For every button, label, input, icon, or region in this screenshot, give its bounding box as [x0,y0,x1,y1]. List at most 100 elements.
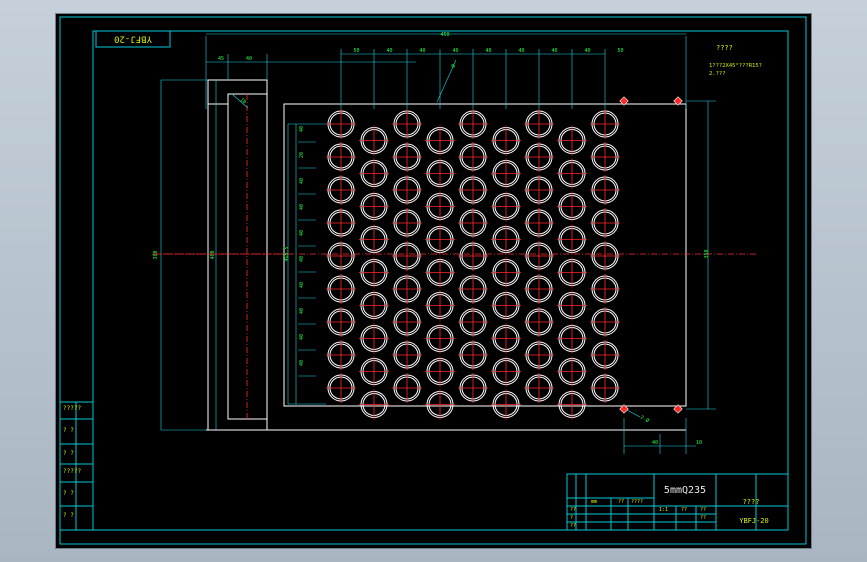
hole [524,241,554,271]
title-block: 5mmQ235 ???? YBFJ-20 mm ?? ???? ?? ? ?? … [566,473,789,531]
hole [590,274,620,304]
hole [326,307,356,337]
hole [359,125,389,156]
hole [425,191,455,222]
drawing-code: YBFJ-20 [739,517,769,525]
hole [392,241,422,271]
hole [557,158,587,189]
stamp-box [95,30,171,48]
hole [491,191,521,222]
hole [524,208,554,238]
dim-height-center: 4G5.5 [284,246,290,261]
hole [491,290,521,321]
vertical-pitch-label: 40 [299,360,305,366]
sidebar-label: ? ? [63,427,74,434]
hole [458,142,488,172]
hole [524,175,554,205]
pitch-label: 40 [552,48,558,54]
hole [458,208,488,238]
hole [326,175,356,205]
title-cell: ? [570,515,573,521]
vertical-pitch-label: 40 [299,308,305,314]
tech-req-line2: 2.??? [709,71,726,77]
hole [590,307,620,337]
sidebar-label: ????? [63,405,81,412]
tech-req-title: ???? [716,44,733,52]
pitch-label: 50 [618,48,624,54]
pitch-label: 40 [486,48,492,54]
hole [425,158,455,189]
hole [425,224,455,255]
hole [425,257,455,288]
hole [557,323,587,354]
sidebar-label: ? ? [63,490,74,497]
hole [425,290,455,321]
dim-height-right: 350 [704,249,710,258]
hole [590,208,620,238]
hole [557,389,587,420]
hole [590,340,620,370]
title-cell: 1:1 [659,507,668,513]
hole [491,224,521,255]
corner-hole [619,404,629,414]
vertical-pitch-label: 40 [299,256,305,262]
vertical-pitch-label: 40 [299,126,305,132]
hole [392,340,422,370]
hole [557,257,587,288]
title-cell: ???? [631,499,643,505]
vertical-pitch-label: 40 [299,334,305,340]
hole [491,158,521,189]
vertical-pitch-label: 40 [299,178,305,184]
dim-bottom: 40 [652,440,658,446]
vertical-pitch-label: 40 [299,204,305,210]
sidebar-label: ? ? [63,450,74,457]
dim-bottom-2: 10 [696,440,702,446]
hole [326,208,356,238]
hole [359,290,389,321]
hole [590,142,620,172]
hole [392,307,422,337]
side-note: 10 [239,97,247,105]
title-cell: mm [591,499,597,505]
hole [524,373,554,403]
pitch-label: 40 [453,48,459,54]
cad-drawing-canvas[interactable]: YBFJ-20 ????? ? ? ? ? ????? ? ? ? ? [56,14,811,548]
hole-grid [326,109,620,420]
title-cell: ?? [570,523,576,529]
hole [590,241,620,271]
dim-height-mid: 400 [210,250,216,259]
hole [491,257,521,288]
hole [458,241,488,271]
pitch-label: 40 [585,48,591,54]
hole [458,109,488,139]
hole [326,340,356,370]
hole [491,125,521,156]
dim-height-left: 380 [153,250,159,259]
hole [524,340,554,370]
title-cell: ?? [618,499,624,505]
dim-left-label: 40 [246,56,252,62]
hole [326,142,356,172]
hole [425,356,455,387]
stamp-text: YBFJ-20 [114,34,152,44]
vertical-pitch-label: 40 [299,230,305,236]
title-cell: ?? [570,507,576,513]
hole [458,340,488,370]
hole [326,274,356,304]
sidebar-label: ? ? [63,512,74,519]
tech-req-line1: 1???2X45°???R15? [709,63,762,69]
hole [491,323,521,354]
hole [359,356,389,387]
sidebar-label: ????? [63,468,81,475]
hole [557,356,587,387]
hole [392,208,422,238]
hole [326,109,356,139]
hole [359,389,389,420]
corner-hole [673,404,683,414]
hole [524,274,554,304]
cad-viewport[interactable]: YBFJ-20 ????? ? ? ? ? ????? ? ? ? ? [56,14,811,548]
title-cell: ?? [700,507,706,513]
hole [524,109,554,139]
pitch-label: 40 [420,48,426,54]
